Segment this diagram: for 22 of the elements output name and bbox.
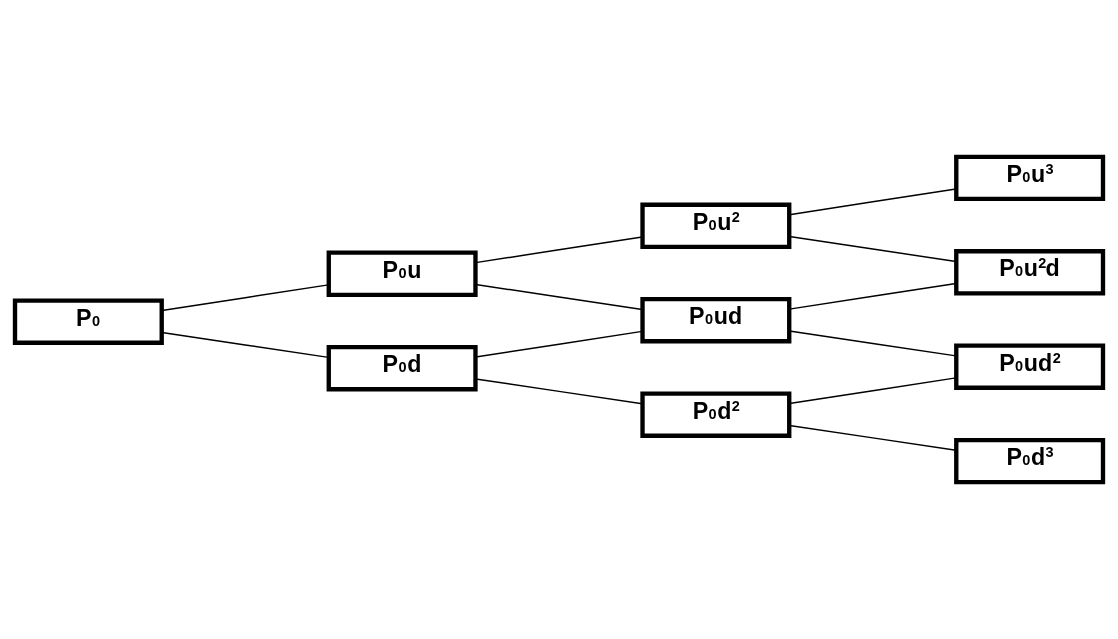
node-box: P0d [326, 344, 478, 392]
node-box: P0d$^{2}$ [640, 391, 792, 438]
node-box: P0u$^{3}$ [954, 154, 1106, 202]
node-box: P0u [326, 250, 478, 297]
connector [474, 283, 643, 311]
node-box: P0 [12, 298, 164, 345]
node-box: P0u$^{2}$d [954, 249, 1106, 296]
connector [161, 284, 330, 312]
connector [788, 377, 957, 405]
connector [474, 378, 643, 405]
node-box: P0d$^{3}$ [954, 437, 1106, 485]
connector [788, 424, 957, 452]
connector [788, 235, 957, 263]
node-box: P0u$^{2}$ [640, 202, 792, 250]
connector [474, 236, 643, 264]
connector [788, 330, 957, 357]
node-box: P0ud [640, 297, 792, 344]
connector [788, 188, 957, 216]
connector [788, 282, 957, 310]
connector [474, 330, 643, 358]
node-box: P0ud$^{2}$ [954, 343, 1106, 390]
connector [161, 331, 330, 359]
